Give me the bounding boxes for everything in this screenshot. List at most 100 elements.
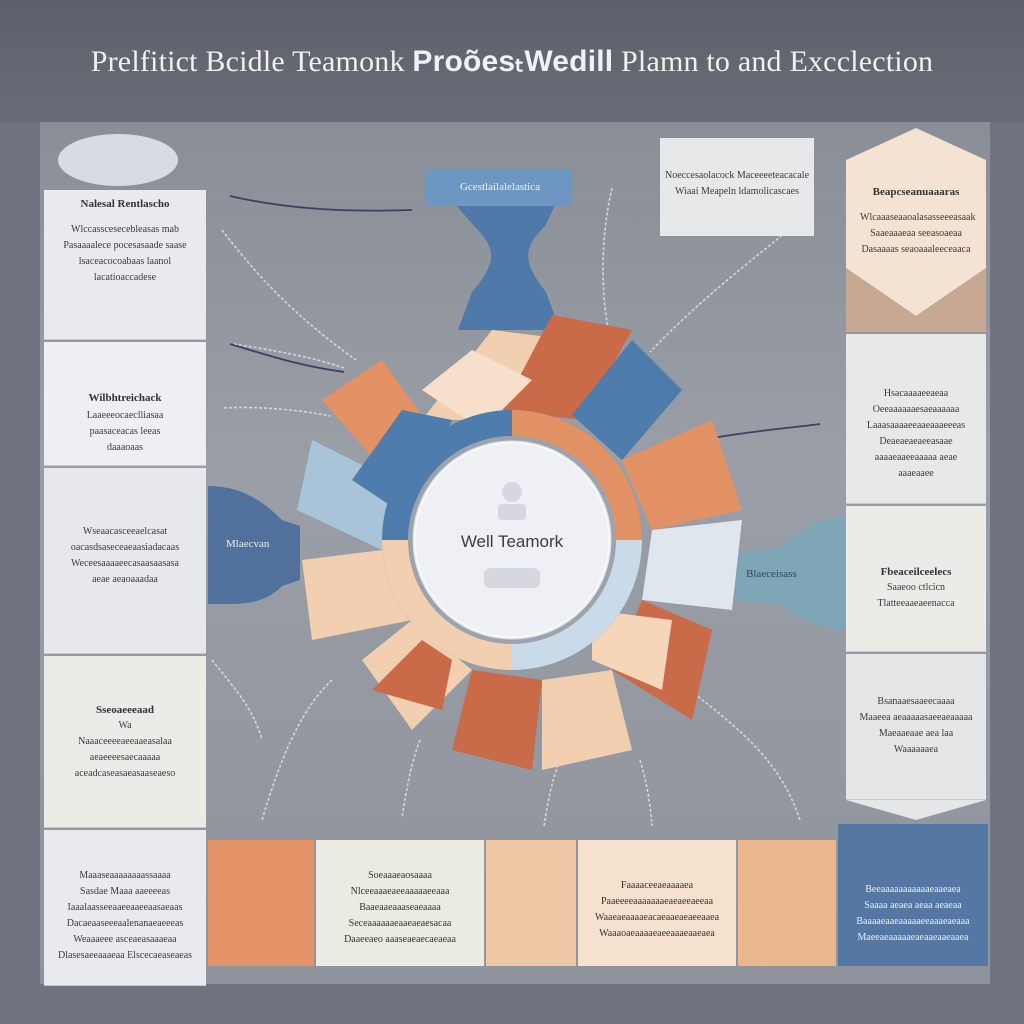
left-card-line: Laaeeeocaeclliasaa [86,410,164,421]
left-card-line: lacatioaccadese [93,272,157,283]
wire-6 [211,659,263,741]
left-card-title: Nalesal Rentlascho [80,198,170,210]
right-card-line: Deaeaeaeaeeasaae [879,436,953,447]
right-card-4: Bsanaaesaaeecaaaa Maaeea aeaaaaasaeeaeaa… [846,654,986,800]
bottom-card-line: Faaaaceeaeaaaaea [620,880,694,891]
left-card-line: Weaaaeee asceaeasaaaeaa [73,934,177,945]
segment-2 [502,315,632,420]
bottom-card-line: Maeeaeaaaaaeaeaaeaaeaaea [857,932,969,943]
bottom-card-line: Seceaaaaaaeaaeaeaesacaa [348,918,452,929]
right-card-title: Beapcseanuaaaras [872,186,960,198]
right-card-line: Dasaaaas seaoaaaleeceaaca [861,244,971,255]
bottom-tile-orange-1 [208,840,314,966]
bottom-card-line: Daaeeaeo aaaseaeaecaeaeaa [344,934,456,945]
title-part-1: Prelfitict Bcidle Teamonk [90,45,413,78]
left-card-line: Dlasesaeeaaaeaa Elscecaeaseaeas [57,950,193,961]
page-title: Prelfitict Bcidle Teamonk ProõesₜWedill … [0,44,1024,79]
hub-highlight [412,440,612,640]
right-top-hexagon-base [846,268,986,332]
right-card-line: Saaeoo ctlcicn [886,582,946,593]
bottom-card-line: Baaaaeaaeaaaaaeeaaaeaeaaa [856,916,970,927]
left-tab-label: Mlaecvan [226,538,270,550]
right-card-3: Fbeaceilceelecs Saaeoo ctlcicn Tlatteeaa… [846,506,986,652]
title-part-2: ProõesₜWedill [412,45,614,78]
right-card-2: Hsacaaaaeeaeaa Oeeaaaaaaesaeaaaaaa Laaas… [846,334,986,504]
wire-3 [223,406,331,417]
bottom-card-1: Soeaaaeaosaaaa Nlceeaaaeaeeaaaaaeeaaa Ba… [316,840,484,966]
left-card-line: Sasdae Maaa aaeeeeas [80,886,170,897]
top-card-line: Noeccesaolacock [664,170,735,181]
left-card-line: lsaceacocoabaas laanol [78,256,172,267]
bottom-card-line: Soeaaaeaosaaaa [368,870,432,881]
wire-10 [689,689,801,821]
left-card-line: Naaaceeeeaeeaaeasalaa [78,736,172,747]
hub-icon [484,482,540,588]
bottom-card-2: Faaaaceeaeaaaaea Paaeeeeaaaaaaaeaeaeeaee… [578,840,736,966]
left-card-title: Sseoaeeeaad [95,704,155,716]
segment-11 [297,440,392,550]
left-cloud [58,134,178,186]
left-card-line: aeaeeeesaecaaaaa [89,752,161,763]
bottom-card-line: Paaeeeeaaaaaaaeaeaeeaeeaa [600,896,714,907]
wire-7 [261,679,333,821]
wire-dark-2 [711,423,821,439]
right-card-line: Laaasaaaaeeaaeaaaeeeas [866,420,966,431]
right-card-line: Maeaaeaae aea laa [878,728,954,739]
right-card-line: Saaeaaaeaa seeasoaeaa [870,228,962,239]
left-card-line: aeae aeaoaaadaa [92,574,158,585]
left-card-line: oacasdsaseceaeaasiadacaas [70,542,180,553]
wire-dark-1 [229,195,413,212]
left-card-line: Wa [118,720,132,731]
right-card-title: Fbeaceilceelecs [880,566,952,578]
right-card-line: aaaeaaee [898,468,934,479]
hub-label: Well Teamork [460,532,564,551]
right-card-line: Waaaaaaea [893,744,939,755]
wire-4 [602,187,613,347]
right-card-line: Bsanaaesaaeecaaaa [877,696,955,707]
bottom-card-line: Waaaoaeaaaaeaeeaaaeaaeaea [599,928,715,939]
top-hourglass-connector [426,170,572,330]
wire-1 [221,229,357,361]
right-card-1: Beapcseanuaaaras Wlcaaaseaaoalasasseeeas… [848,180,984,270]
left-card-1: Nalesal Rentlascho Wlccasscesecebleasas … [44,190,206,340]
segment-7 [542,670,632,770]
left-card-3: Wseaacasceeaelcasat oacasdsaseceaeaasiad… [44,468,206,654]
wire-dark-3 [229,343,345,373]
wire-2 [233,343,345,369]
left-card-4: Sseoaeeeaad Wa Naaaceeeeaeeaaeasalaa aea… [44,656,206,828]
right-bottom-card-tail [846,800,986,820]
top-center-card: Noeccesaolacock Maceeeeteacacale Wiaai M… [660,138,814,236]
segment-16 [372,640,452,710]
bottom-card-line: Nlceeaaaeaeeaaaaaeeaaa [350,886,450,897]
wire-5 [649,231,787,353]
bottom-card-line: Saaaa aeaea aeaa aeaeaa [864,900,962,911]
left-card-line: Wseaacasceeaelcasat [82,526,168,537]
bottom-card-3: Beeaaaaaaaaaaaeaaeaea Saaaa aeaea aeaa a… [838,824,988,966]
left-card-line: Dacaeaaseeeaalenanaeaeeeas [66,918,184,929]
left-card-line: daaaoaas [106,442,144,453]
right-card-line: Maaeea aeaaaaasaeeaeaaaaa [859,712,973,723]
top-tab-header [426,170,572,206]
segment-3 [572,340,682,460]
top-card-line: Maceeeeteacacale Wiaai [675,170,810,197]
left-card-line: Pasaaaalece pocesasaade saase [63,240,187,251]
right-card-line: Tlatteeaaeaeenacca [877,598,955,609]
right-card-line: Hsacaaaaeeaeaa [883,388,949,399]
bottom-tile-orange-2 [486,840,576,966]
title-part-3: Plamn to and Excclection [613,45,934,78]
segment-10 [302,550,412,640]
right-card-line: aaaaeaaeeaaaaa aeae [874,452,958,463]
wire-11 [401,739,421,819]
right-tab-label: Blaeceisass [746,568,797,580]
right-card-line: Oeeaaaaaaesaeaaaaaa [872,404,960,415]
segment-15 [592,610,672,690]
bottom-card-line: Baaeaaeaaaseaeaaaa [359,902,441,913]
right-card-line: Wlcaaaseaaoalasasseeeasaak [860,212,976,223]
right-top-hexagon [846,128,986,316]
left-card-line: Iaaalaasseeaaeeaaeeaasaeaas [67,902,183,913]
pinwheel-ring [297,315,742,770]
left-card-line: Weceesaaaaeecasaasaasasa [71,558,179,569]
bottom-card-line: Beeaaaaaaaaaaaeaaeaea [865,884,961,895]
top-tab-label: Gcestlailalelastica [459,181,540,193]
